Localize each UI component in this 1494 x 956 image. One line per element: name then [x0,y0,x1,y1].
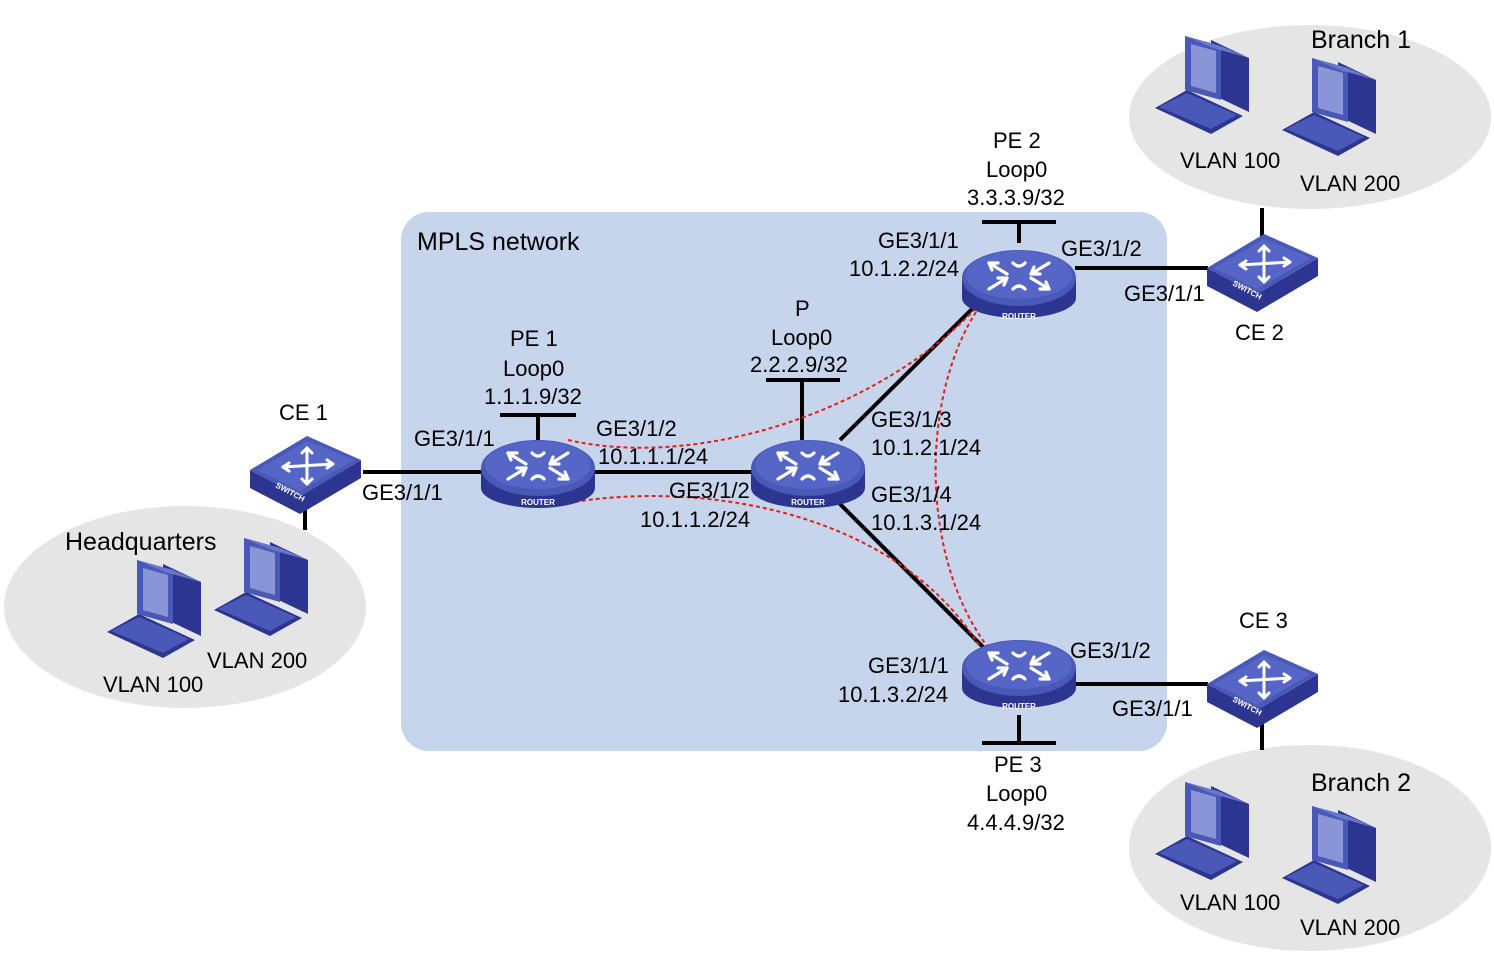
headquarters-vlan200-label: VLAN 200 [207,648,307,673]
p-device-tag: ROUTER [791,498,825,507]
tunnel-pe1-pe2 [567,307,977,449]
pe3-ge1-ip: 10.1.3.2/24 [838,682,948,707]
ce1-switch-icon: SWITCH [248,434,363,516]
tunnel-pe1-pe3 [567,495,984,653]
pe2-router-icon: ROUTER [960,248,1078,321]
p-loopback-name: Loop0 [771,325,832,350]
tunnel-pe2-pe3 [934,311,991,651]
p-router-icon: ROUTER [749,438,867,510]
branch2-label: Branch 2 [1311,769,1411,797]
pe3-ge1-label: GE3/1/1 [868,653,949,678]
p-ge3-ip: 10.1.2.1/24 [871,435,981,460]
link-p-pe3 [838,502,988,652]
ce3-switch-icon: SWITCH [1205,648,1320,730]
ce2-switch-icon: SWITCH [1205,232,1320,314]
pe2-loopback-ip: 3.3.3.9/32 [967,185,1065,210]
p-ge2-label: GE3/1/2 [669,478,750,503]
ce1-name: CE 1 [279,400,328,425]
pe1-ge1-label: GE3/1/1 [414,426,495,451]
pe1-device-tag: ROUTER [521,498,555,507]
link-p-pe2 [838,303,978,442]
p-ge2-ip: 10.1.1.2/24 [640,507,750,532]
pe1-name: PE 1 [510,326,558,351]
headquarters-vlan100-label: VLAN 100 [103,672,203,697]
ce3-port: GE3/1/1 [1112,696,1193,721]
p-name: P [795,296,810,321]
p-ge4-label: GE3/1/4 [871,482,952,507]
pe1-ge2-label: GE3/1/2 [596,416,677,441]
pe2-loopback-name: Loop0 [986,157,1047,182]
pe2-device-tag: ROUTER [1002,312,1036,321]
ce3-name: CE 3 [1239,608,1288,633]
p-loopback-ip: 2.2.2.9/32 [750,352,848,377]
pe3-router-icon: ROUTER [960,638,1078,711]
pe2-ge1-ip: 10.1.2.2/24 [849,256,959,281]
ce2-name: CE 2 [1235,320,1284,345]
mpls-network-label: MPLS network [417,228,580,256]
headquarters-label: Headquarters [65,528,216,556]
ce2-port: GE3/1/1 [1124,281,1205,306]
pe2-name: PE 2 [993,128,1041,153]
pe3-loopback-ip: 4.4.4.9/32 [967,810,1065,835]
branch1-vlan100-label: VLAN 100 [1180,148,1280,173]
pe2-ge1-label: GE3/1/1 [878,228,959,253]
branch2-vlan100-label: VLAN 100 [1180,890,1280,915]
pe3-name: PE 3 [994,752,1042,777]
pe3-device-tag: ROUTER [1002,702,1036,711]
pe1-loopback-name: Loop0 [503,356,564,381]
p-ge4-ip: 10.1.3.1/24 [871,510,981,535]
pe1-loopback-ip: 1.1.1.9/32 [484,384,582,409]
pe3-loopback-name: Loop0 [986,781,1047,806]
branch2-vlan200-label: VLAN 200 [1300,915,1400,940]
branch1-label: Branch 1 [1311,26,1411,54]
pe2-ge2-label: GE3/1/2 [1061,236,1142,261]
ce1-port: GE3/1/1 [362,480,443,505]
p-ge3-label: GE3/1/3 [871,407,952,432]
pe1-ge2-ip: 10.1.1.1/24 [598,444,708,469]
pe1-router-icon: ROUTER [479,438,597,510]
pe3-ge2-label: GE3/1/2 [1070,638,1151,663]
branch1-vlan200-label: VLAN 200 [1300,171,1400,196]
